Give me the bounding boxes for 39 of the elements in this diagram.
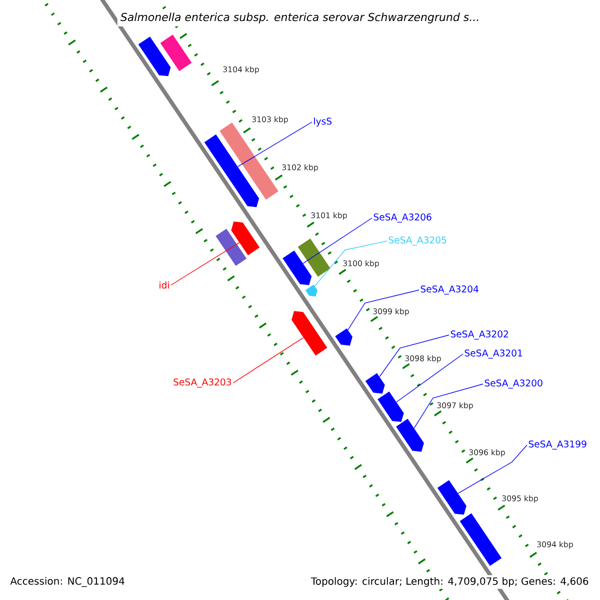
gene-label: SeSA_A3206 (374, 213, 432, 223)
leader-line (348, 290, 420, 330)
gene-block (365, 373, 385, 394)
gene-label: SeSA_A3199 (528, 440, 586, 450)
gene-label: SeSA_A3204 (420, 285, 478, 295)
gene-block (231, 222, 260, 256)
gene-label: lysS (314, 118, 332, 126)
gene-block (216, 228, 247, 266)
gene-block (298, 238, 330, 277)
gene-block (396, 418, 424, 452)
gene-label: SeSA_A3200 (484, 379, 542, 389)
gene-block (460, 513, 502, 566)
gene-block (138, 36, 171, 76)
gene-label: SeSA_A3205 (388, 236, 446, 246)
gene-block (220, 122, 278, 200)
gene-label: idi (160, 281, 169, 289)
leader-line (170, 242, 240, 286)
leader-line (238, 122, 312, 167)
gene-block (335, 328, 352, 346)
leader-line (396, 354, 464, 402)
gene-label: SeSA_A3201 (464, 349, 522, 359)
leader-line (458, 444, 528, 494)
leader-line (379, 334, 450, 377)
leader-line (314, 240, 388, 286)
gene-block (292, 311, 328, 356)
leader-line (414, 384, 484, 428)
gene-block (160, 34, 192, 72)
accession-text: Accession: NC_011094 (10, 577, 124, 587)
gene-block (305, 284, 318, 296)
leader-line (302, 218, 372, 264)
leader-line (232, 337, 304, 384)
gene-label: SeSA_A3202 (450, 330, 508, 340)
summary-text: Topology: circular; Length: 4,709,075 bp; Genes: 4,606 (308, 575, 591, 589)
gene-label: SeSA_A3203 (174, 378, 232, 388)
gene-block (378, 391, 404, 422)
gene-block (204, 134, 260, 208)
title: Salmonella enterica subsp. enterica serovar Schwarzengrund s... (117, 10, 483, 26)
gene-block (437, 480, 466, 515)
gene-block (282, 250, 312, 286)
